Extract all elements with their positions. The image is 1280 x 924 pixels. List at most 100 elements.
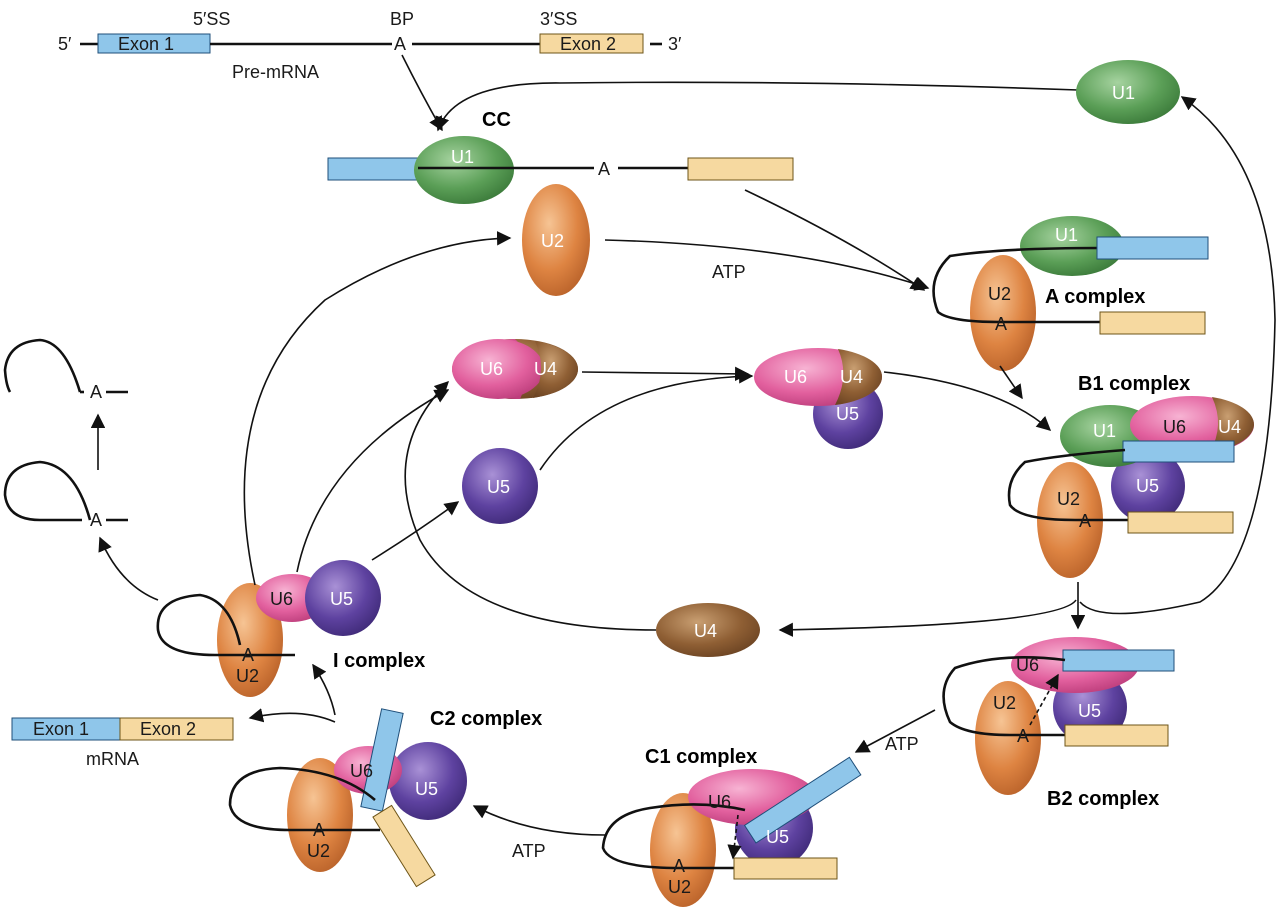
u4-snrnp (656, 603, 760, 657)
i-complex: I complex U6 U5 A U2 (156, 560, 425, 697)
b2-u6-label: U6 (1016, 655, 1039, 675)
a-complex-label: A complex (1045, 286, 1145, 308)
arrow-u1-to-cc (435, 81, 1079, 132)
c2-u6-label: U6 (350, 761, 373, 781)
b2-complex-label: B2 complex (1047, 788, 1159, 810)
c2-u5 (389, 742, 467, 820)
arrow-c2-to-mrna (248, 708, 336, 723)
atp-label-c1: ATP (885, 734, 919, 754)
atp-label-c2: ATP (512, 841, 546, 861)
i-complex-label: I complex (333, 650, 425, 672)
c2-exon2 (372, 804, 436, 888)
u1-snrnp (1076, 60, 1180, 124)
five-prime-label: 5′ (58, 34, 72, 54)
u5-snrnp (462, 448, 538, 524)
b1-u6-label: U6 (1163, 417, 1186, 437)
arrow-cc-to-a (744, 189, 926, 291)
arrow-u4-recycle (404, 380, 657, 631)
arrow-u6u4-to-tri (581, 366, 750, 382)
b1-u1-label: U1 (1093, 421, 1116, 441)
bp-label: BP (390, 9, 414, 29)
b1-complex-label: B1 complex (1078, 373, 1190, 395)
a-u2-label: U2 (988, 284, 1011, 304)
u2-snrnp (522, 184, 590, 296)
i-u5-label: U5 (330, 589, 353, 609)
u4-label: U4 (534, 359, 557, 379)
cc-label: CC (482, 109, 511, 131)
b2-exon2 (1064, 724, 1169, 747)
arrow-release-u4 (778, 599, 1077, 637)
cc-complex: CC U1 A (327, 109, 794, 204)
mrna-exon2 (119, 717, 234, 741)
u6-label: U6 (480, 359, 503, 379)
arrow-i-to-lariat (98, 536, 159, 601)
b1-u4 (1210, 397, 1255, 452)
free-u1: U1 (1076, 60, 1180, 124)
c1-u2 (650, 793, 716, 907)
mrna-exon1-label: Exon 1 (33, 719, 89, 739)
b2-a: A (1017, 726, 1029, 746)
c1-a: A (673, 856, 685, 876)
exon2-label: Exon 2 (560, 34, 616, 54)
b1-u5-label: U5 (1136, 476, 1159, 496)
pre-mrna-label: Pre-mRNA (232, 62, 319, 82)
c2-complex-label: C2 complex (430, 708, 542, 730)
arrow-a-to-b1 (999, 365, 1023, 400)
tri-u4 (835, 349, 883, 405)
c2-u2-label: U2 (307, 841, 330, 861)
i-u2-label: U2 (236, 666, 259, 686)
b2-complex: U6 U5 U2 A B2 complex (942, 637, 1175, 810)
b1-complex: B1 complex U1 U6 U4 U5 U2 A (1007, 373, 1255, 578)
u5-label: U5 (487, 477, 510, 497)
b2-u5-label: U5 (1078, 701, 1101, 721)
cc-exon1 (327, 157, 425, 181)
tri-snrnp: U5 U6 U4 (754, 348, 883, 449)
arrow-i-to-u6u4 (296, 389, 450, 573)
debranched-intron: A (3, 338, 128, 402)
b1-u4-label: U4 (1218, 417, 1241, 437)
exon2-box (539, 33, 644, 54)
i-u6-label: U6 (270, 589, 293, 609)
arrow-c1-to-c2 (472, 805, 606, 836)
c1-u5-label: U5 (766, 827, 789, 847)
b2-exon1 (1062, 649, 1175, 672)
b2-u2 (975, 681, 1041, 795)
branch-point-a: A (394, 34, 406, 54)
c2-complex: C2 complex U6 U5 A U2 (228, 708, 542, 888)
i-a: A (242, 645, 254, 665)
pre-mrna: 5′ Exon 1 A Exon 2 3′ 5′SS BP 3′SS Pre-m… (58, 9, 682, 82)
a-exon2 (1099, 311, 1206, 335)
b1-exon1 (1122, 440, 1235, 463)
five-ss-label: 5′SS (193, 9, 230, 29)
arrow-i-to-u2 (243, 231, 512, 586)
cc-u1 (414, 136, 514, 204)
c1-complex-label: C1 complex (645, 746, 757, 768)
mrna-exon2-label: Exon 2 (140, 719, 196, 739)
free-u2: U2 (522, 184, 590, 296)
lariat-intron: A (3, 460, 128, 530)
arrow-b2-to-c1 (854, 709, 936, 753)
debranched-a: A (90, 382, 102, 402)
lariat-a: A (90, 510, 102, 530)
c2-u2 (287, 758, 353, 872)
tri-u6-label: U6 (784, 367, 807, 387)
exon1-label: Exon 1 (118, 34, 174, 54)
c2-exon1 (360, 708, 404, 812)
cc-u1-label: U1 (451, 147, 474, 167)
free-u5: U5 (462, 448, 538, 524)
u4-free-label: U4 (694, 621, 717, 641)
arrow-i-to-u5 (371, 501, 460, 561)
arrow-u5-to-tri (539, 369, 754, 471)
u2-label: U2 (541, 231, 564, 251)
arrow-tri-to-b1 (883, 371, 1052, 431)
c2-a: A (313, 820, 325, 840)
b1-exon2 (1127, 511, 1234, 534)
a-a: A (995, 314, 1007, 334)
tri-u5-label: U5 (836, 404, 859, 424)
b2-u2-label: U2 (993, 693, 1016, 713)
c2-u5-label: U5 (415, 779, 438, 799)
c1-dashed-arrow (727, 814, 742, 860)
three-prime-label: 3′ (668, 34, 682, 54)
